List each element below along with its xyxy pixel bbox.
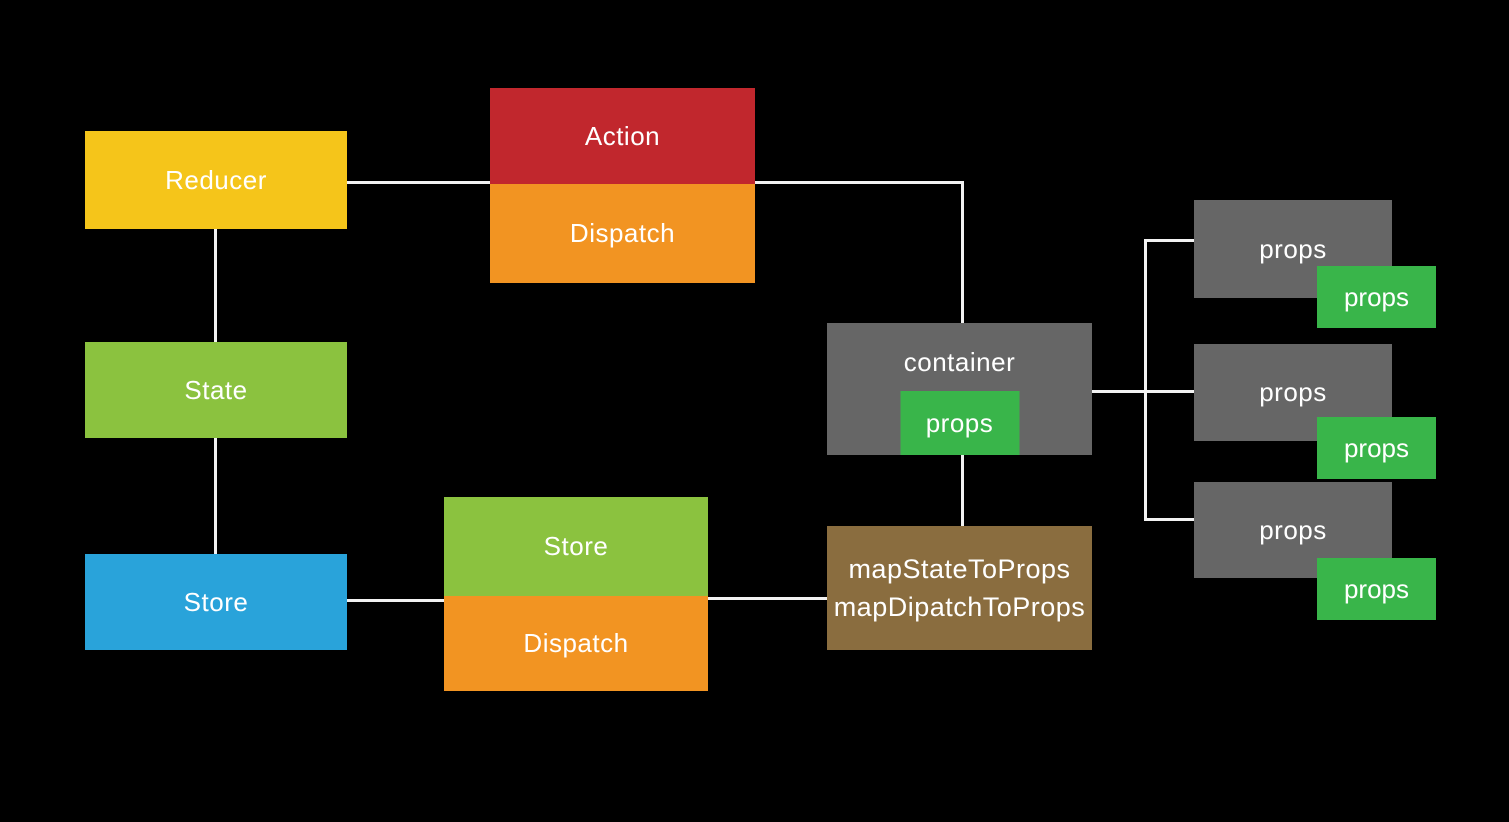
container-props-badge: props: [900, 391, 1019, 455]
props-node-1-label: props: [1259, 233, 1327, 264]
connector-store-to-middle-stack: [347, 599, 445, 602]
reducer-node: Reducer: [85, 131, 347, 229]
store-node: Store: [85, 554, 347, 650]
action-node: Action: [490, 88, 755, 184]
connector-state-to-store: [214, 438, 217, 555]
connector-reducer-to-container-vertical: [961, 181, 964, 324]
state-label: State: [184, 374, 248, 405]
connector-props-branch-top: [1144, 239, 1195, 242]
connector-reducer-to-state: [214, 229, 217, 343]
action-dispatch-node: Dispatch: [490, 184, 755, 283]
props-badge-2-label: props: [1343, 432, 1410, 463]
props-node-3-label: props: [1259, 514, 1327, 545]
store-label: Store: [183, 586, 249, 617]
map-state-to-props-label: mapStateToProps: [848, 553, 1071, 584]
connector-middle-stack-to-mapper: [708, 597, 828, 600]
action-dispatch-label: Dispatch: [569, 218, 676, 248]
props-badge-3: props: [1317, 558, 1436, 620]
map-functions-node: mapStateToProps mapDipatchToProps: [827, 526, 1092, 650]
props-badge-3-label: props: [1343, 573, 1410, 604]
container-label: container: [903, 347, 1016, 377]
middle-store-node: Store: [444, 497, 708, 596]
action-label: Action: [584, 120, 661, 151]
container-props-label: props: [925, 407, 994, 438]
props-badge-1-label: props: [1343, 281, 1410, 312]
map-dispatch-to-props-label: mapDipatchToProps: [833, 592, 1086, 622]
middle-dispatch-node: Dispatch: [444, 596, 708, 691]
middle-store-label: Store: [543, 531, 609, 561]
connector-props-trunk: [1144, 239, 1147, 521]
middle-dispatch-label: Dispatch: [523, 628, 629, 658]
container-node: container props: [827, 323, 1092, 455]
state-node: State: [85, 342, 347, 438]
props-badge-2: props: [1317, 417, 1436, 479]
connector-props-branch-bottom: [1144, 518, 1195, 521]
reducer-label: Reducer: [165, 164, 267, 195]
connector-container-to-mapper: [961, 455, 964, 527]
connector-container-to-props: [1092, 390, 1195, 393]
props-node-2-label: props: [1259, 377, 1327, 407]
props-badge-1: props: [1317, 266, 1436, 328]
